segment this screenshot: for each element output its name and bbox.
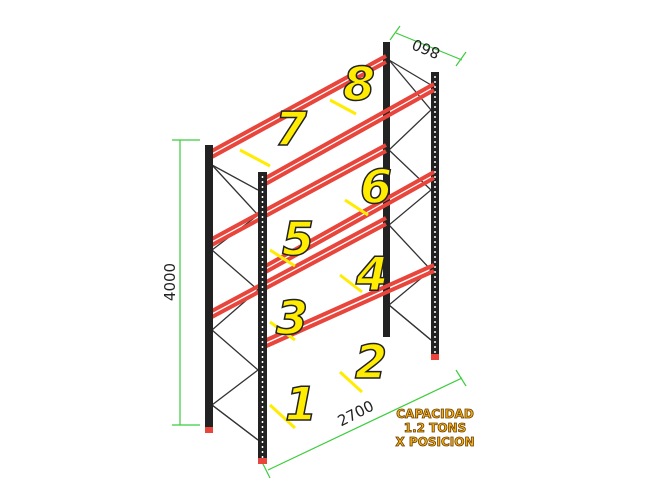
capacity-note: CAPACIDAD 1.2 TONS X POSICION (395, 407, 475, 450)
position-6: 6 (360, 160, 392, 214)
dimension-lines (172, 25, 467, 479)
position-7: 7 (275, 102, 307, 156)
height-dimension-label: 4000 (161, 263, 179, 301)
capacity-line-2: 1.2 TONS (404, 421, 467, 435)
position-4: 4 (355, 247, 388, 301)
position-8: 8 (343, 57, 375, 111)
position-3: 3 (276, 291, 308, 345)
depth-dimension-label: 860 (409, 35, 442, 62)
position-2: 2 (355, 335, 387, 389)
length-dimension-label: 2700 (335, 397, 377, 430)
frame-bracing (210, 59, 432, 441)
capacity-line-3: X POSICION (395, 435, 474, 449)
front-uprights (205, 145, 439, 464)
capacity-line-1: CAPACIDAD (396, 407, 474, 421)
position-markers (239, 98, 369, 430)
position-1: 1 (285, 377, 317, 431)
back-uprights (383, 42, 439, 360)
position-5: 5 (282, 212, 314, 266)
beams (209, 54, 435, 350)
